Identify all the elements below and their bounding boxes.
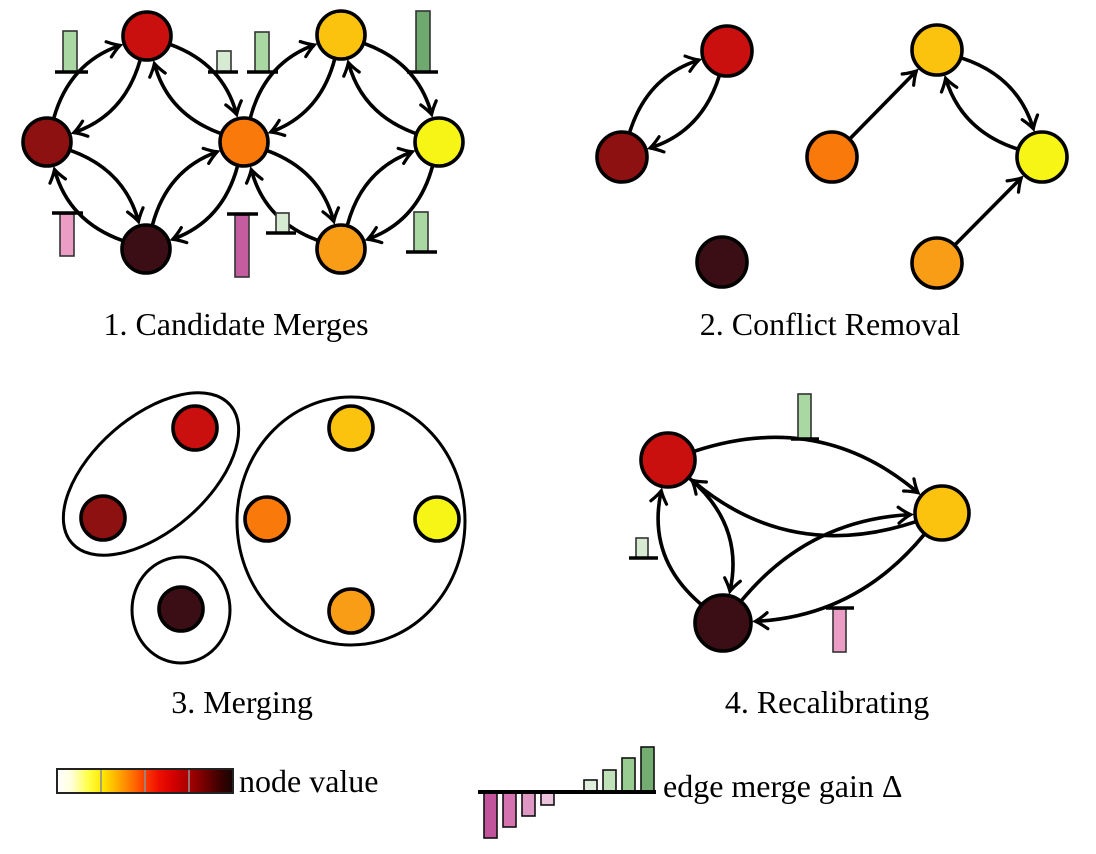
- edge-arrow: [694, 435, 921, 495]
- edge-arrow: [342, 59, 417, 136]
- edge-arrow: [848, 68, 919, 140]
- graph-node-dark_red: [21, 116, 73, 168]
- graph-node-dark_brown: [695, 235, 749, 289]
- edge-arrow: [364, 165, 435, 245]
- graph-node-orange: [218, 116, 270, 168]
- edge-arrow: [939, 74, 1018, 151]
- graph-node-yellow: [413, 495, 461, 543]
- edge-arrow: [740, 505, 915, 602]
- edge-arrow: [688, 476, 742, 595]
- graph-node-red: [171, 404, 219, 452]
- edge-gain-bar: [413, 211, 429, 253]
- edge-gain-bar: [59, 213, 75, 257]
- gain-scale-bar: [521, 792, 536, 817]
- gain-scale-bar: [502, 792, 517, 828]
- graph-node-orange: [243, 495, 291, 543]
- graph-node-dark_brown: [120, 223, 172, 275]
- graph-node-light_orange: [910, 236, 964, 290]
- edge-arrow: [649, 487, 703, 606]
- panel3-caption: 3. Merging: [171, 684, 313, 720]
- edge-gain-bar: [254, 31, 270, 73]
- gain-scale-bar: [583, 779, 598, 792]
- panel1-caption: 1. Candidate Merges: [103, 306, 369, 342]
- graph-node-light_orange: [327, 587, 375, 635]
- graph-node-dark_brown: [693, 593, 753, 653]
- graph-node-yellow: [1015, 130, 1069, 184]
- panel2-caption: 2. Conflict Removal: [699, 306, 961, 342]
- cluster-outline: [130, 555, 232, 665]
- gain-scale-bar: [483, 792, 498, 839]
- edge-gain-bar: [234, 214, 250, 278]
- edge-arrow: [148, 60, 222, 136]
- edge-gain-bar: [216, 50, 232, 73]
- edge-gain-bar: [635, 537, 649, 559]
- gain-scale-bar: [640, 746, 655, 792]
- edge-arrow: [689, 478, 916, 538]
- cluster-outline: [61, 391, 241, 557]
- graph-node-amber: [910, 23, 964, 77]
- edge-arrow: [267, 58, 337, 138]
- edge-gain-bar: [415, 10, 431, 73]
- graph-node-yellow: [413, 116, 465, 168]
- edge-gain-bar: [62, 30, 78, 73]
- edge-arrow: [646, 75, 722, 154]
- edge-arrow: [954, 175, 1024, 246]
- edge-arrow: [69, 148, 145, 225]
- graph-node-amber: [315, 9, 367, 61]
- edge-arrow: [751, 533, 926, 631]
- graph-node-red: [639, 431, 697, 489]
- edge-arrow: [627, 54, 703, 133]
- gain-scale-bar: [540, 792, 555, 806]
- graph-node-dark_brown: [157, 585, 205, 633]
- gain-scale-bar: [621, 757, 636, 792]
- graph-node-amber: [327, 404, 375, 452]
- node-value-label: node value: [239, 763, 379, 799]
- cluster-outline: [235, 395, 467, 647]
- edge-arrow: [150, 146, 221, 226]
- graph-node-amber: [913, 484, 971, 542]
- edge-gain-label: edge merge gain Δ: [663, 768, 903, 804]
- edge-arrow: [266, 148, 341, 225]
- edge-arrow: [70, 59, 142, 138]
- edge-gain-bar: [797, 393, 812, 440]
- edge-gain-bar: [275, 212, 290, 234]
- graph-node-red: [700, 24, 754, 78]
- edge-arrow: [244, 166, 319, 243]
- edge-gain-bar: [832, 608, 847, 653]
- edge-arrow: [169, 165, 240, 245]
- edge-arrow: [961, 56, 1040, 133]
- graph-node-dark_red: [595, 130, 649, 184]
- graph-node-dark_red: [79, 494, 127, 542]
- graph-node-orange: [805, 130, 859, 184]
- graph-node-light_orange: [315, 223, 367, 275]
- panel4-caption: 4. Recalibrating: [724, 684, 930, 720]
- graph-node-red: [121, 10, 173, 62]
- edge-arrow: [345, 146, 416, 226]
- gain-scale-bar: [602, 769, 617, 792]
